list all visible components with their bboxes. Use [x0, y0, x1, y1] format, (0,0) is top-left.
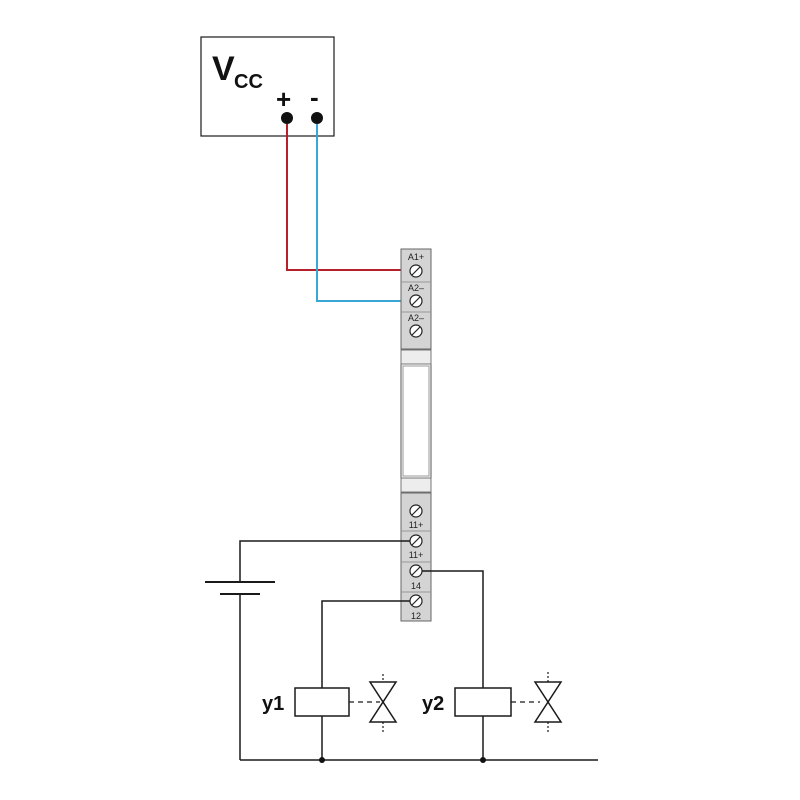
wire-12-to-y1 [321, 600, 410, 688]
terminal-label-14: 14 [411, 581, 421, 591]
plus-terminal [281, 112, 293, 124]
terminal-label-a1: A1+ [408, 252, 424, 262]
solenoid-valve-y2: y2 [422, 672, 563, 734]
valve-y2-icon [533, 681, 563, 723]
label-y1: y1 [262, 693, 284, 715]
terminal-label-11-lower: 11+ [409, 550, 424, 560]
power-supply: V CC + - [200, 36, 335, 137]
plus-label: + [276, 84, 291, 114]
relay-bottom-cap [400, 477, 432, 493]
negative-wire [316, 124, 410, 302]
solenoid-valve-y1: y1 [262, 674, 398, 732]
terminal-label-12: 12 [411, 611, 421, 621]
relay-module: A1+ A2– A2– 11+ 11+ 14 12 [400, 248, 432, 622]
terminal-label-a2-bridge: A2– [408, 313, 424, 323]
coil-y2 [454, 687, 512, 717]
coil-y1 [294, 687, 350, 717]
terminal-label-a2: A2– [408, 283, 424, 293]
vcc-subscript: CC [234, 71, 263, 93]
minus-terminal [311, 112, 323, 124]
terminal-label-11-upper: 11+ [409, 520, 424, 530]
minus-label: - [310, 82, 319, 112]
relay-middle [402, 365, 430, 477]
label-y2: y2 [422, 693, 444, 715]
vcc-symbol: V [212, 50, 235, 88]
positive-wire [286, 124, 410, 271]
load-circuit [205, 540, 598, 761]
junction-y1 [319, 757, 325, 763]
valve-y1-icon [368, 681, 398, 723]
relay-top-cap [400, 349, 432, 365]
wire-14-to-y2 [422, 570, 484, 688]
junction-y2 [480, 757, 486, 763]
common-wire [239, 540, 410, 582]
